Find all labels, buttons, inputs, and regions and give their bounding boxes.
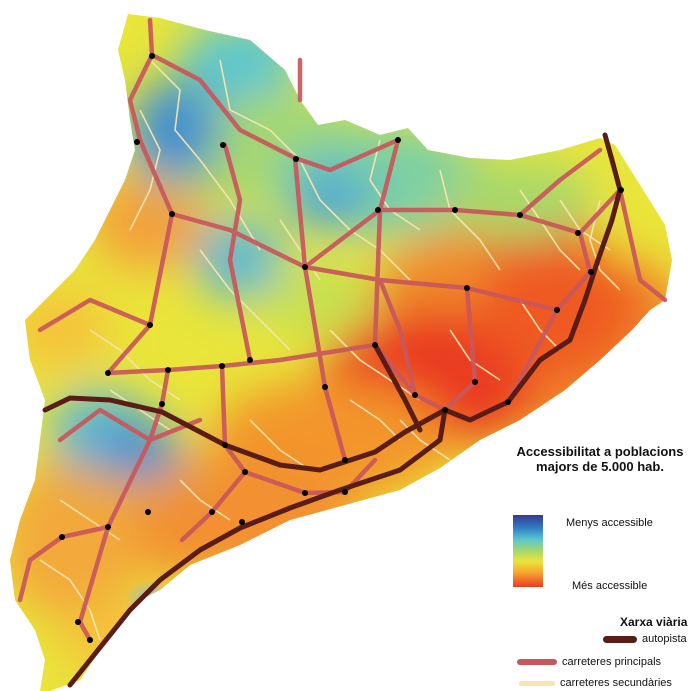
legend-least-accessible-label: Menys accessible <box>566 517 653 529</box>
legend-title: Accessibilitat a poblacions majors de 5.… <box>505 444 695 474</box>
secondary-road-label: carreteres secundàries <box>560 677 672 689</box>
motorways <box>42 132 623 688</box>
legend-row-secondary-roads: carreteres secundàries <box>519 677 672 689</box>
legend-title-line2: majors de 5.000 hab. <box>536 459 664 474</box>
legend-most-accessible-label: Més accessible <box>572 580 648 592</box>
secondary-road-swatch <box>519 680 555 686</box>
legend-title-line1: Accessibilitat a poblacions <box>516 444 684 459</box>
legend-row-main-roads: carreteres principals <box>517 656 661 668</box>
main-road-label: carreteres principals <box>562 656 662 668</box>
main-road-swatch <box>517 659 557 665</box>
legend-row-motorway: autopista <box>603 633 687 645</box>
motorway-label: autopista <box>642 633 687 645</box>
accessibility-color-ramp <box>513 515 543 587</box>
town-markers <box>59 53 624 643</box>
motorway-swatch <box>603 635 637 643</box>
road-network-legend-title: Xarxa viària <box>620 615 688 629</box>
